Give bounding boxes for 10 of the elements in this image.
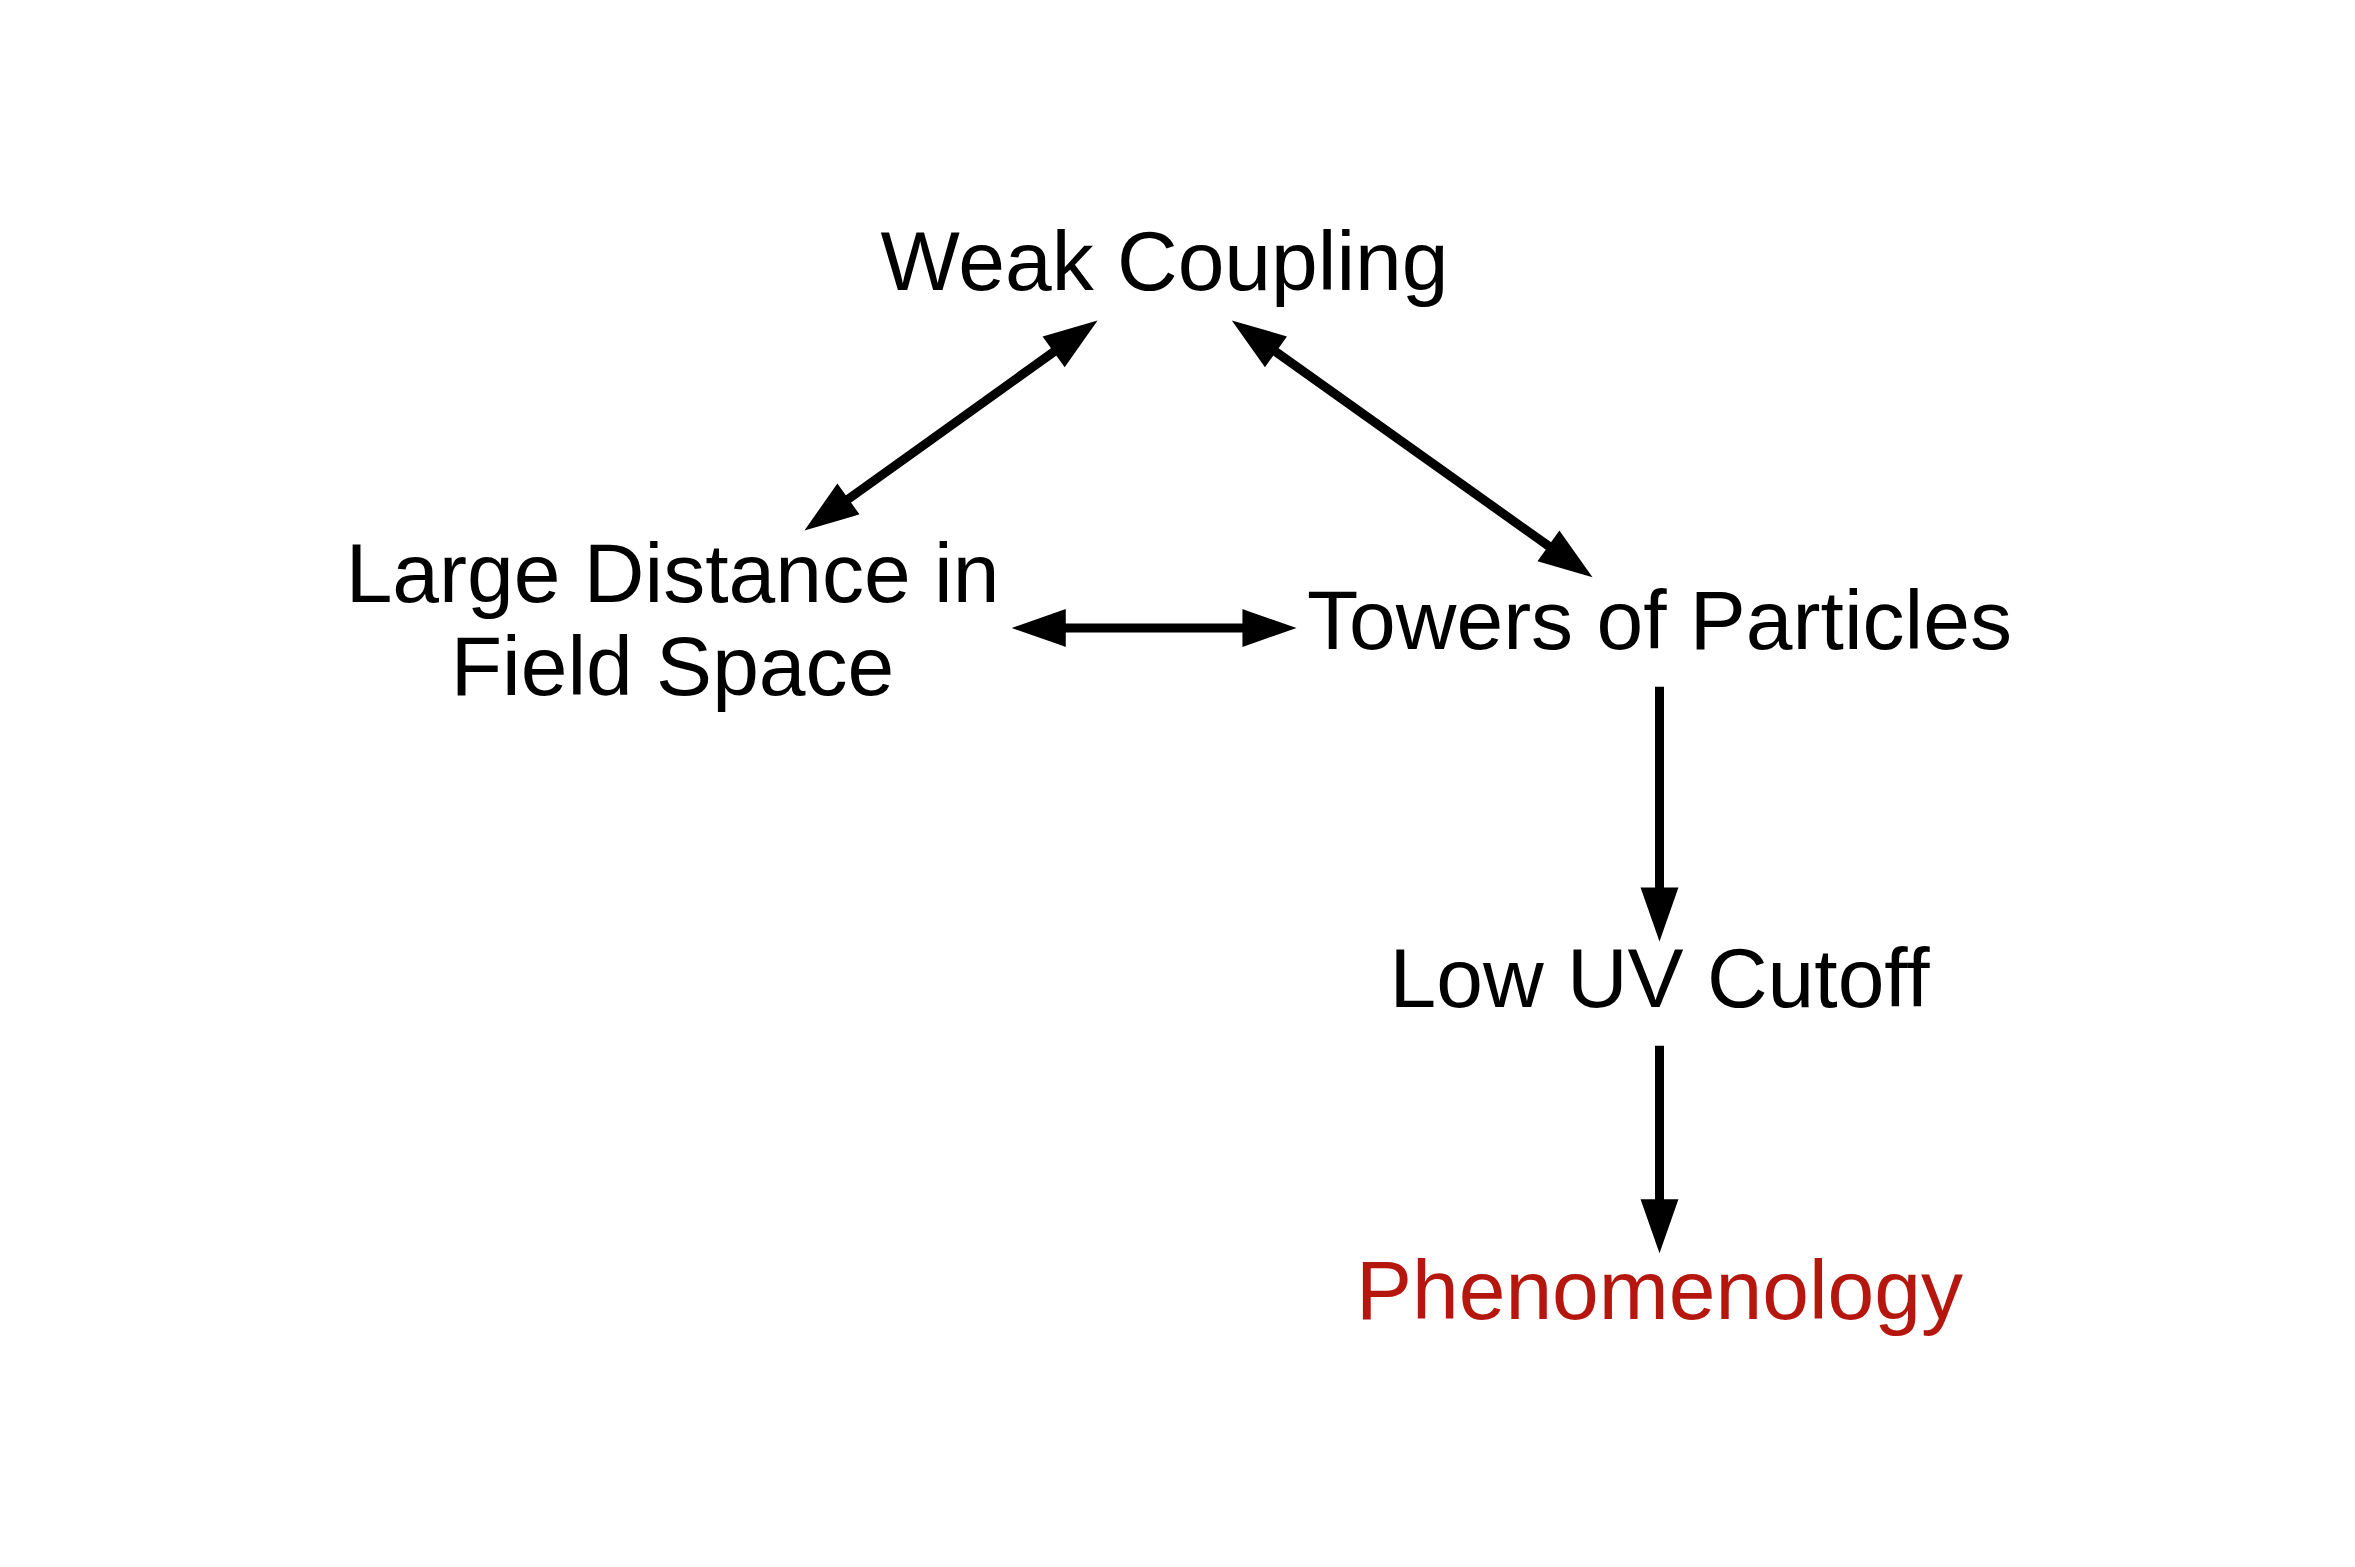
node-text: Towers of Particles [1306,572,2012,667]
arrow [1011,608,1297,647]
node-text: Large Distance in Field Space [345,525,999,713]
arrow [1640,1045,1678,1253]
node-text: Phenomenology [1355,1242,1963,1337]
arrow [1640,686,1678,942]
arrow [1231,319,1593,577]
node-text: Weak Coupling [879,213,1449,308]
node-text: Low UV Cutoff [1388,930,1930,1025]
arrow [803,319,1098,530]
